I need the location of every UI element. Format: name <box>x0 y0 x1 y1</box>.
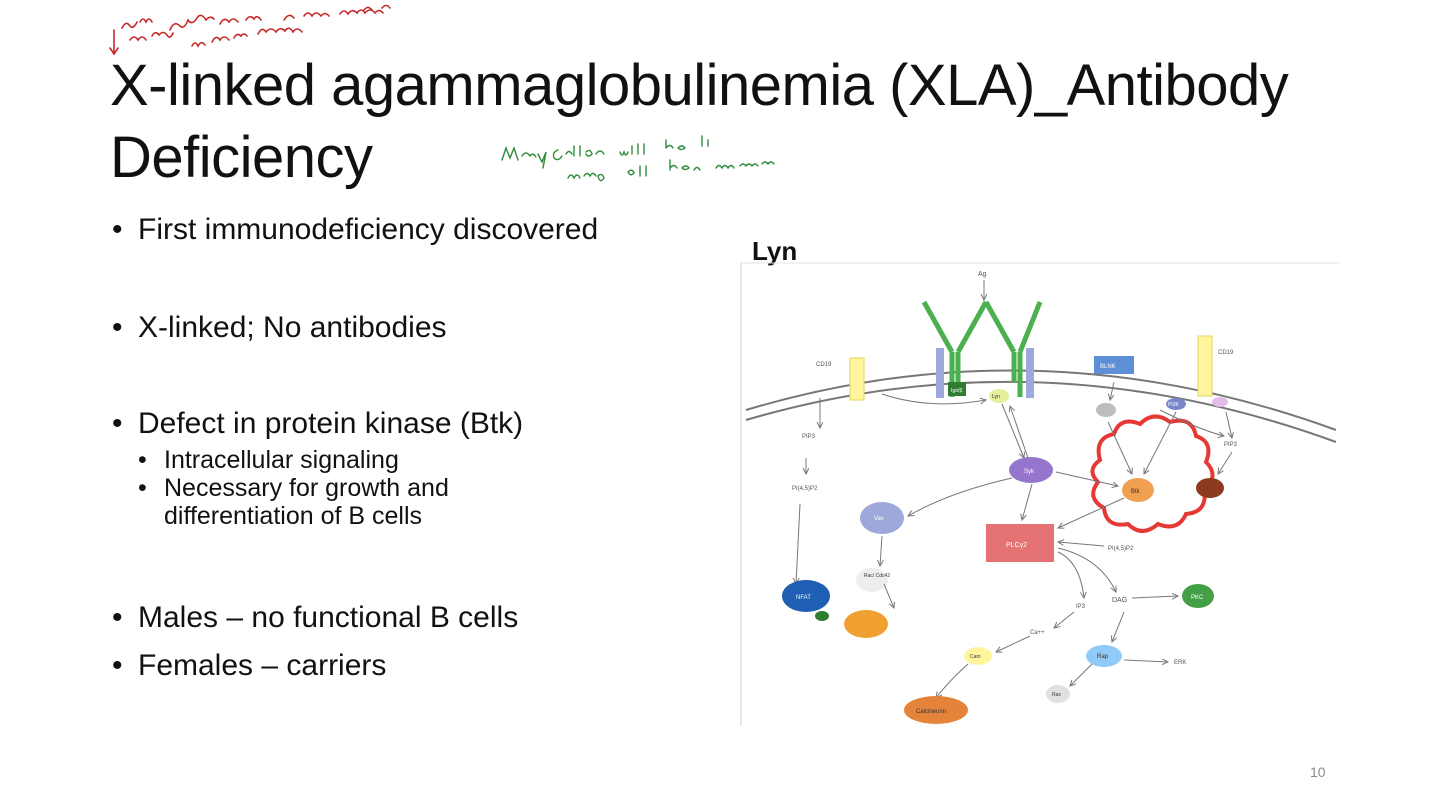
ras-node <box>1046 685 1070 703</box>
arrow <box>1001 403 1024 458</box>
node-label-ag: Ag <box>978 271 987 278</box>
arrow <box>1107 421 1132 474</box>
slide-title: X-linked agammaglobulinemia (XLA)_Antibo… <box>110 53 1289 190</box>
arrow <box>1057 547 1116 592</box>
rac-node <box>856 568 888 592</box>
ig-alpha-beta-left <box>936 348 944 398</box>
cd19-left <box>849 357 865 401</box>
nfat-node <box>782 580 830 612</box>
node-label-pip3-right: PIP3 <box>1224 442 1238 448</box>
arrow <box>1055 471 1118 486</box>
lyn-node <box>989 389 1009 403</box>
bullet-item: •Females – carriers <box>112 649 387 682</box>
node-label-ras: Ras <box>1052 692 1061 698</box>
arrow <box>1010 406 1029 459</box>
node-label-rac: Rac/ Cdc42 <box>864 573 890 579</box>
arrow <box>1131 596 1178 598</box>
node-label-erk: ERK <box>1174 660 1186 666</box>
cd19-right <box>1197 335 1213 397</box>
arrow <box>1112 611 1125 642</box>
btk-node <box>1122 478 1154 502</box>
sub-bullet-item: •Intracellular signaling <box>138 446 399 474</box>
blnk-box <box>1094 356 1134 374</box>
arrow <box>1070 663 1093 686</box>
calcineurin-node <box>904 696 968 724</box>
arrow <box>796 503 801 584</box>
signaling-pathway-diagram: Ag Igα/β CD19 <box>740 262 1340 726</box>
node-label-cam: Cam <box>970 654 981 660</box>
arrow <box>936 663 969 698</box>
erk-orange-node <box>844 610 888 638</box>
node-label-plcg2: PLCγ2 <box>1006 542 1027 549</box>
sub-bullet-item: •Necessary for growth and differentiatio… <box>138 474 449 530</box>
cell-membrane-outer <box>745 369 1337 431</box>
arrow <box>1218 451 1233 474</box>
node-label-ip3: IP3 <box>1076 604 1086 610</box>
node-label-pip2-right: PI(4,5)P2 <box>1108 546 1134 552</box>
arrow <box>883 583 894 608</box>
node-label-pkc: PKC <box>1191 595 1204 601</box>
node-label-calcineurin: Calcineurin <box>916 709 946 715</box>
cam-node <box>964 647 992 665</box>
b-cell-receptor <box>921 300 1043 397</box>
rap-node <box>1086 645 1122 667</box>
bullet-item: •X-linked; No antibodies <box>112 311 447 344</box>
node-label-cd19-right: CD19 <box>1218 350 1234 356</box>
pi3k-node <box>1166 398 1186 410</box>
node-label-btk: Btk <box>1131 489 1141 495</box>
arrow <box>996 635 1031 652</box>
arrow <box>1159 409 1224 436</box>
node-label-dag: DAG <box>1112 597 1127 604</box>
node-label-pip2-left: PI(4,5)P2 <box>792 486 818 492</box>
bullet-item: •First immunodeficiency discovered <box>112 213 599 246</box>
arrow <box>881 393 986 404</box>
node-label-rap: Rap <box>1097 654 1109 660</box>
handwritten-annotation-red <box>109 4 391 56</box>
sub-bullet-list: •Intracellular signaling •Necessary for … <box>112 446 532 530</box>
small-node <box>1212 397 1228 407</box>
small-node <box>1196 478 1224 498</box>
arrow <box>1054 611 1075 628</box>
small-node <box>815 611 829 621</box>
btk-highlight <box>1090 414 1215 533</box>
arrow <box>1110 381 1115 400</box>
arrow <box>1022 483 1033 520</box>
arrow <box>1123 660 1168 662</box>
arrow <box>1058 497 1125 528</box>
plcg2-box <box>986 524 1054 562</box>
pkc-node <box>1182 584 1214 608</box>
node-label-sig: Igα/β <box>951 388 962 394</box>
node-label-syk: Syk <box>1024 469 1035 475</box>
figure-label: Lyn <box>752 236 798 266</box>
node-label-ca: Ca++ <box>1030 630 1045 636</box>
syk-node <box>1009 457 1053 483</box>
node-label-nfat: NFAT <box>796 595 811 601</box>
node-label-lyn: Lyn <box>992 394 1000 400</box>
node-label-pip3-left: PIP3 <box>802 434 816 440</box>
node-label-vav: Vav <box>874 516 884 522</box>
node-label-pi3k: PI3K <box>1168 402 1180 408</box>
handwritten-annotation-green <box>501 135 775 182</box>
sig-box <box>948 382 966 396</box>
bullet-item: •Defect in protein kinase (Btk) •Intrace… <box>112 406 532 530</box>
bullet-item: •Males – no functional B cells <box>112 601 519 634</box>
ig-alpha-beta-right <box>1026 348 1034 398</box>
vav-node <box>860 502 904 534</box>
arrow <box>1225 411 1232 438</box>
arrow <box>908 477 1013 516</box>
arrow <box>880 535 882 566</box>
cell-membrane-inner <box>745 380 1337 443</box>
arrow <box>1144 411 1177 474</box>
arrow <box>1057 551 1084 598</box>
node-label-cd19-left: CD19 <box>816 362 832 368</box>
node-label-blnk: BLNK <box>1100 364 1116 370</box>
small-node <box>1096 403 1116 417</box>
arrow <box>1058 542 1105 547</box>
pathway-svg: Ag Igα/β CD19 <box>740 262 1340 726</box>
page-number: 10 <box>1310 764 1326 780</box>
